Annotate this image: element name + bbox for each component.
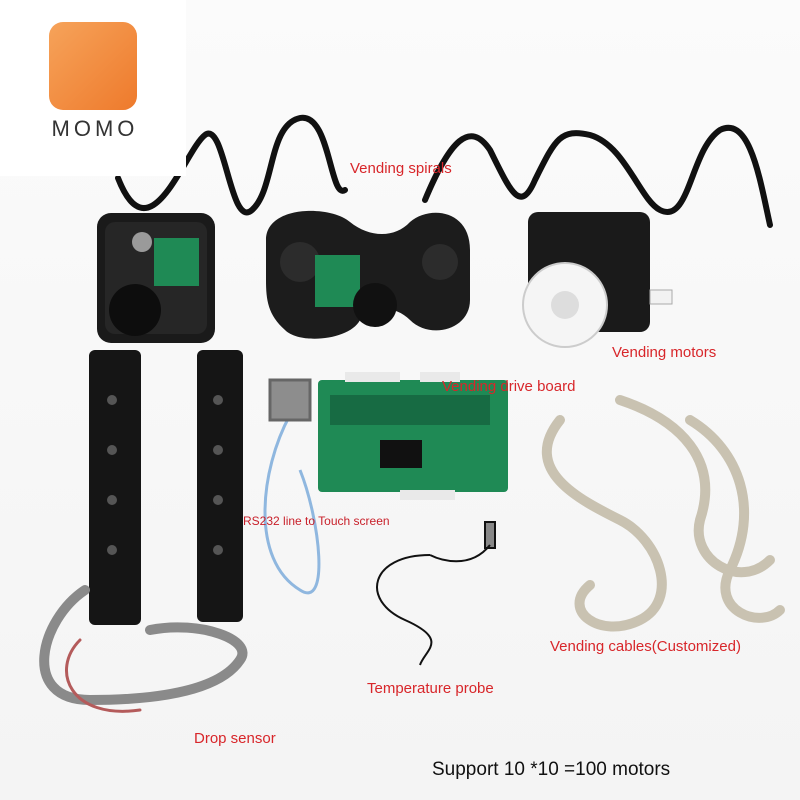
vending-motor-right bbox=[522, 212, 673, 348]
label-drop-sensor: Drop sensor bbox=[194, 730, 276, 747]
label-vending-drive-board: Vending drive board bbox=[442, 378, 576, 395]
vending-spiral-left bbox=[115, 114, 348, 216]
label-temperature-probe: Temperature probe bbox=[367, 680, 494, 697]
vending-spiral-right bbox=[422, 124, 773, 228]
vending-motor-center bbox=[266, 210, 470, 339]
temperature-probe bbox=[376, 521, 496, 666]
ribbon-cable bbox=[39, 585, 248, 713]
label-rs232: RS232 line to Touch screen bbox=[243, 514, 390, 528]
support-text: Support 10 *10 =100 motors bbox=[432, 759, 671, 780]
vending-motor-left bbox=[97, 213, 215, 343]
brand-logo: MOMO bbox=[0, 0, 186, 176]
label-vending-motors: Vending motors bbox=[612, 344, 717, 361]
rs232-cable bbox=[263, 378, 321, 595]
label-vending-cables: Vending cables(Customized) bbox=[550, 638, 741, 655]
momo-logo-icon bbox=[49, 22, 137, 110]
vending-cables-harness bbox=[541, 395, 785, 632]
label-vending-spirals: Vending spirals bbox=[350, 160, 452, 177]
logo-text: MOMO bbox=[51, 116, 139, 141]
drop-sensor-bars bbox=[89, 350, 243, 625]
vending-drive-board bbox=[318, 372, 508, 500]
